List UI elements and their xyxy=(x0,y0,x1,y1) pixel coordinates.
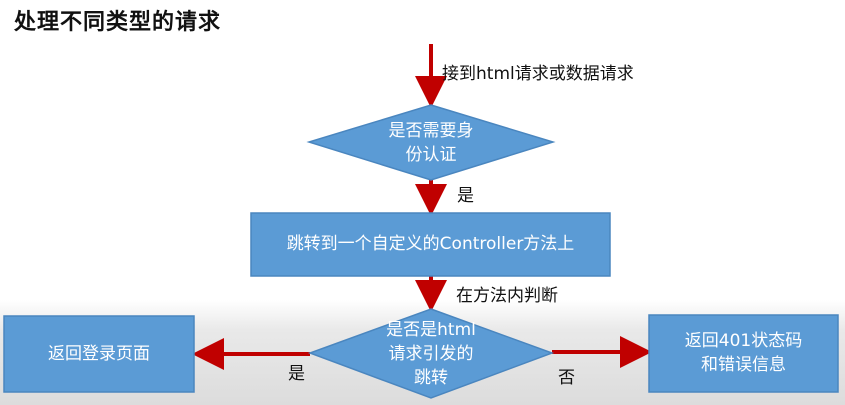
process-redirect-text: 跳转到一个自定义的Controller方法上 xyxy=(251,232,610,256)
decision-html-shape xyxy=(307,308,555,399)
process-401-line-2: 和错误信息 xyxy=(701,355,786,375)
decision-html-text: 是否是html 请求引发的 跳转 xyxy=(331,318,531,390)
auth-yes-label: 是 xyxy=(457,186,474,206)
in-method-label: 在方法内判断 xyxy=(456,286,558,306)
decision-auth-line-1: 是否需要身 xyxy=(388,121,474,141)
decision-html-line-1: 是否是html xyxy=(386,320,476,340)
slide-title: 处理不同类型的请求 xyxy=(14,10,222,35)
decision-auth-shape xyxy=(306,104,556,181)
process-redirect-label: 跳转到一个自定义的Controller方法上 xyxy=(286,234,575,254)
decision-html-line-2: 请求引发的 xyxy=(388,344,474,364)
process-login-shape xyxy=(3,315,195,393)
html-no-label: 否 xyxy=(558,368,575,388)
process-401-line-1: 返回401状态码 xyxy=(684,331,803,351)
decision-auth-line-2: 份认证 xyxy=(405,145,457,165)
process-login-label: 返回登录页面 xyxy=(48,344,150,364)
decision-auth-text: 是否需要身 份认证 xyxy=(331,119,531,167)
entry-edge-label: 接到html请求或数据请求 xyxy=(442,64,634,84)
process-login-text: 返回登录页面 xyxy=(4,342,194,366)
process-redirect-shape xyxy=(250,212,611,277)
process-401-shape xyxy=(648,314,839,393)
decision-html-line-3: 跳转 xyxy=(414,368,448,388)
process-401-text: 返回401状态码 和错误信息 xyxy=(649,329,838,377)
html-yes-label: 是 xyxy=(288,364,305,384)
